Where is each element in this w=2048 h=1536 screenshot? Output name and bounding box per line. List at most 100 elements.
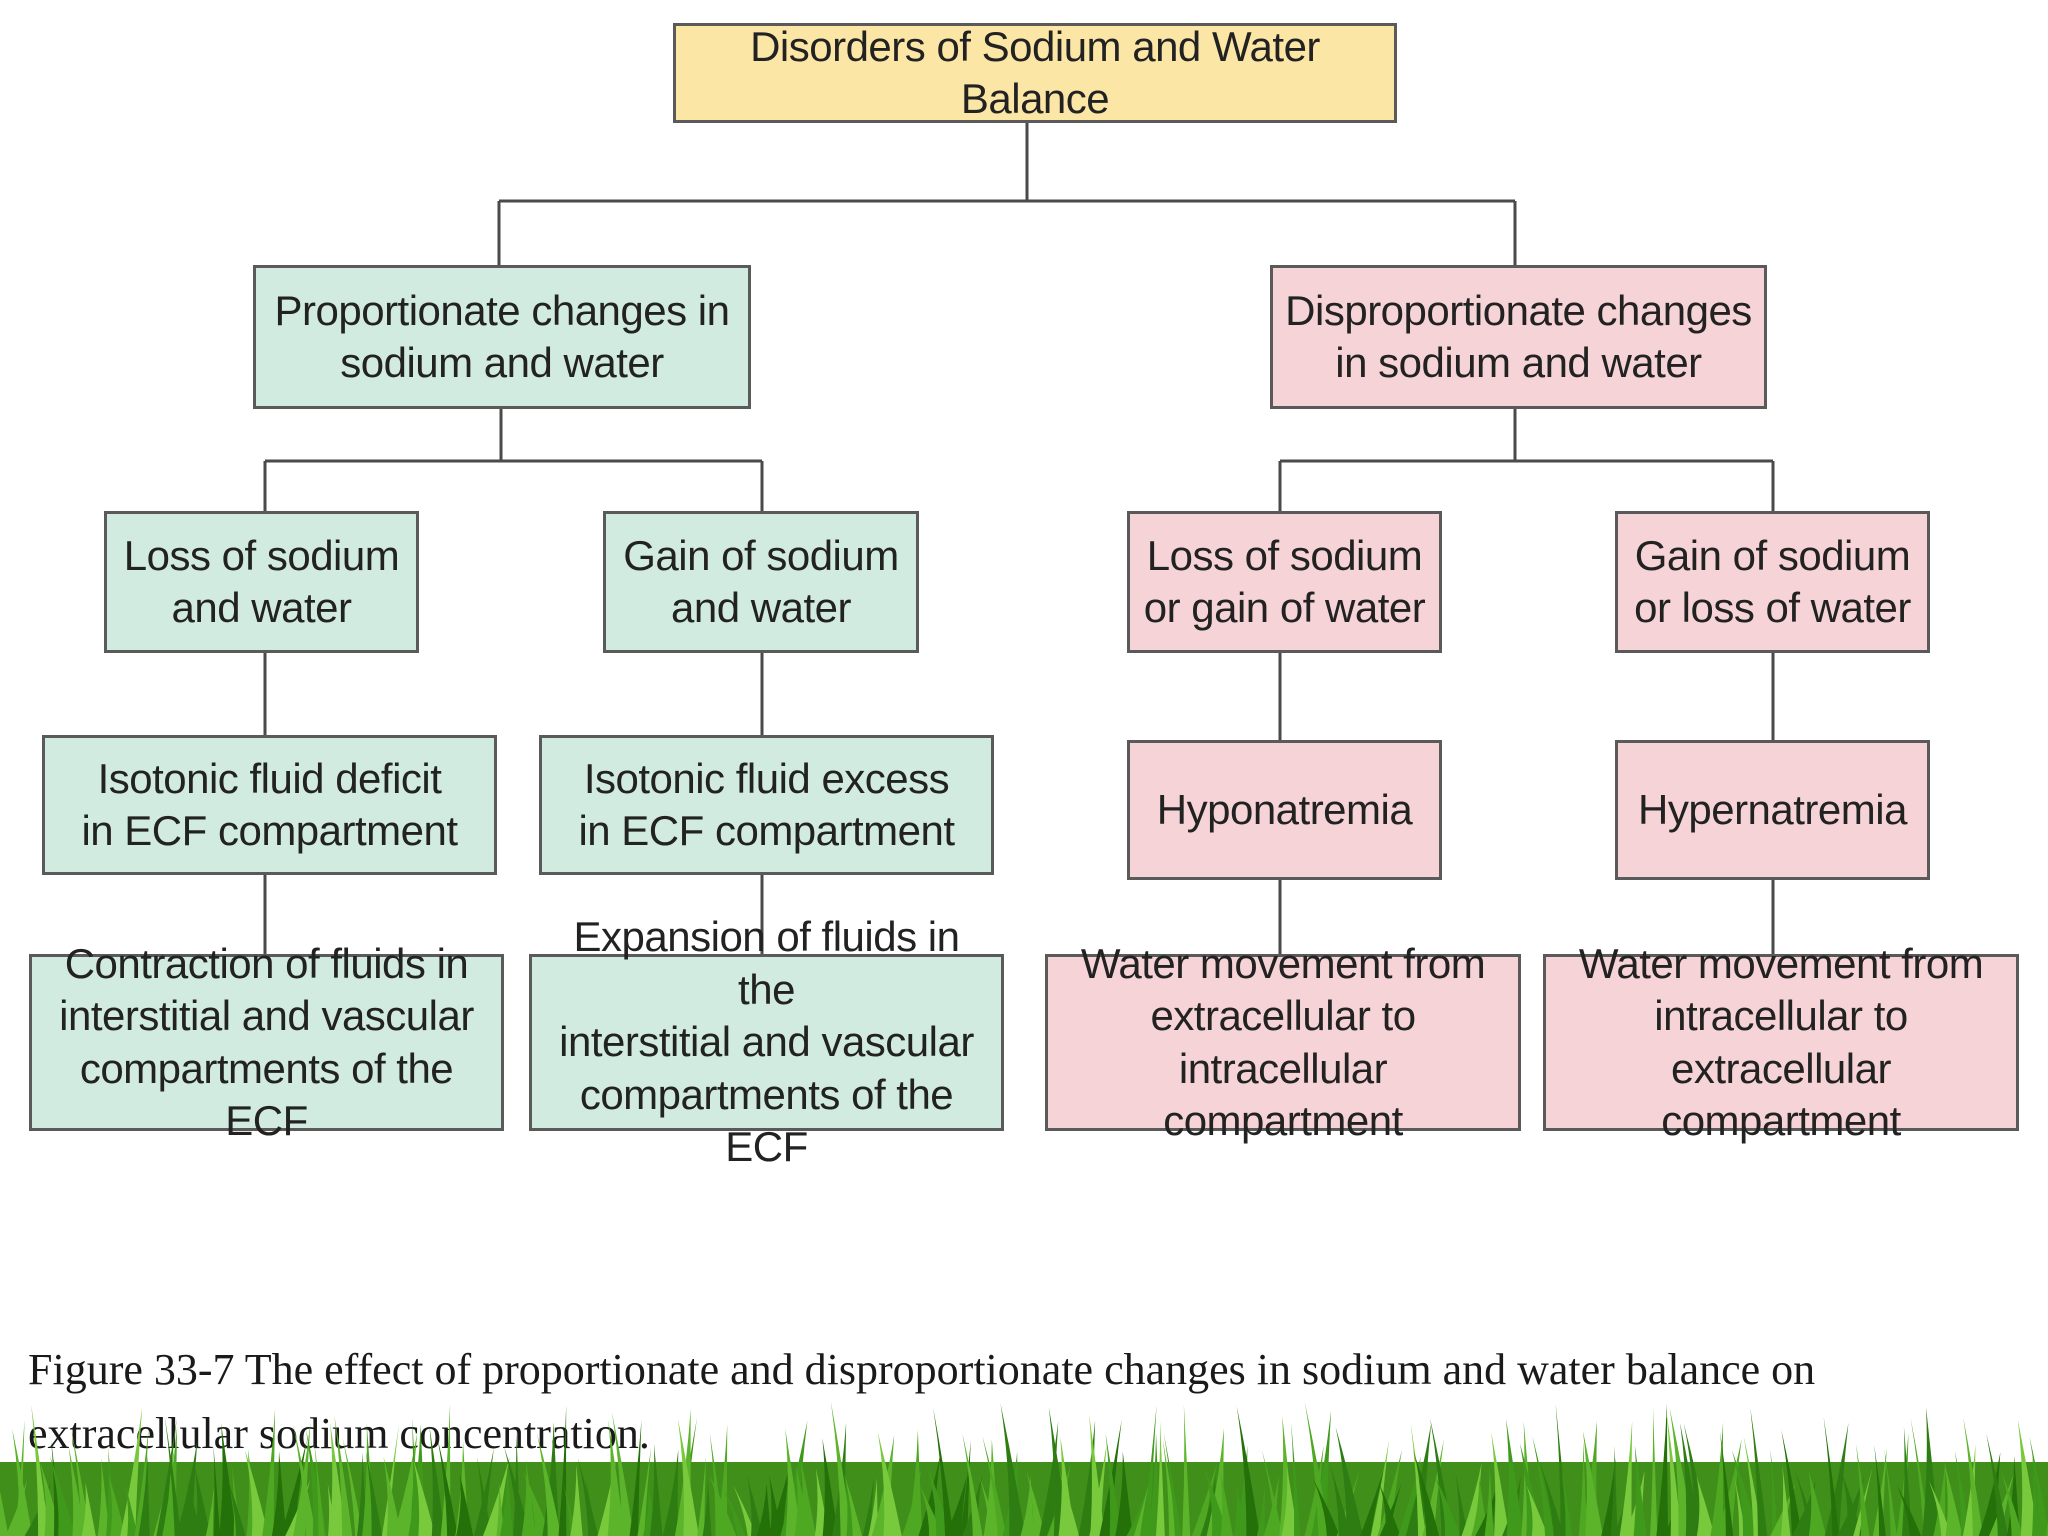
grass-blade — [293, 1422, 311, 1536]
grass-blade — [81, 1481, 96, 1536]
grass-blade — [570, 1464, 583, 1536]
grass-blade — [1808, 1469, 1827, 1536]
grass-blade — [608, 1419, 625, 1536]
grass-blade — [756, 1483, 772, 1536]
grass-blade — [1922, 1407, 1940, 1536]
grass-blade — [245, 1450, 269, 1536]
grass-blade — [334, 1415, 353, 1536]
grass-blade — [800, 1459, 816, 1536]
grass-blade — [1963, 1417, 1984, 1536]
grass-blade — [1770, 1449, 1778, 1536]
grass-blade — [709, 1474, 737, 1536]
grass-blade — [1236, 1406, 1260, 1536]
grass-blade — [1539, 1462, 1564, 1536]
grass-blade — [342, 1437, 364, 1536]
grass-blade — [960, 1440, 971, 1536]
grass-blade — [429, 1425, 445, 1536]
grass-blade — [1105, 1433, 1122, 1536]
grass-blade — [1986, 1433, 2008, 1536]
grass-blade — [314, 1441, 325, 1536]
grass-blade — [868, 1477, 879, 1536]
effect-expansion: Expansion of fluids in the interstitial … — [529, 913, 1004, 1170]
grass-blade — [637, 1447, 652, 1536]
grass-blade — [1666, 1410, 1683, 1536]
grass-blade — [12, 1428, 33, 1536]
grass-blade — [907, 1430, 923, 1536]
grass-blade — [1078, 1420, 1096, 1536]
grass-blade — [2029, 1436, 2048, 1536]
grass-blade — [1413, 1450, 1440, 1536]
grass-blade — [1311, 1410, 1332, 1536]
grass-blade — [413, 1458, 436, 1536]
grass-blade — [1901, 1426, 1913, 1536]
grass-blade — [1633, 1445, 1647, 1536]
grass-blade — [1582, 1430, 1603, 1536]
grass-blade — [1610, 1445, 1618, 1536]
grass-blade — [164, 1415, 182, 1536]
grass-blade — [1928, 1480, 1952, 1536]
grass-blade — [134, 1427, 149, 1536]
grass-blade — [677, 1418, 699, 1536]
grass-blade — [1710, 1422, 1724, 1536]
grass-blade — [138, 1455, 150, 1536]
grass-blade — [611, 1412, 634, 1536]
grass-blade — [1155, 1420, 1165, 1536]
grass-blade — [785, 1428, 802, 1536]
grass-blade — [702, 1478, 712, 1536]
grass-blade — [1896, 1484, 1922, 1536]
grass-blade — [880, 1444, 902, 1536]
grass-blade — [1256, 1483, 1266, 1536]
root-node: Disorders of Sodium and Water Balance — [673, 23, 1397, 123]
effect-water-to-extracellular: Water movement from intracellular to ext… — [1543, 940, 2019, 1144]
grass-blade — [1261, 1449, 1283, 1536]
grass-blade — [1379, 1484, 1401, 1536]
grass-blade — [1884, 1448, 1897, 1536]
grass-blade — [456, 1473, 474, 1536]
effect-contraction: Contraction of fluids in interstitial an… — [29, 940, 504, 1144]
result-isotonic-deficit: Isotonic fluid deficit in ECF compartmen… — [42, 735, 497, 875]
grass-blade — [1874, 1444, 1886, 1536]
grass-blade — [496, 1481, 505, 1536]
grass-blade — [962, 1433, 983, 1536]
grass-blade — [194, 1466, 211, 1536]
grass-blade — [1142, 1405, 1157, 1536]
grass-blade — [662, 1449, 679, 1536]
grass-blade — [1235, 1445, 1248, 1536]
grass-blade — [271, 1450, 287, 1536]
grass-blade — [293, 1424, 317, 1536]
cause-gain-sodium-water: Gain of sodium and water — [603, 511, 919, 653]
grass-blade — [1491, 1432, 1510, 1536]
grass-blade — [1370, 1440, 1390, 1536]
grass-blade — [1781, 1429, 1802, 1536]
grass-blade — [1281, 1466, 1299, 1536]
grass-blade — [1148, 1433, 1161, 1536]
grass-blade — [1561, 1469, 1573, 1536]
grass-blade — [1944, 1462, 1963, 1536]
grass-blade — [1526, 1485, 1548, 1536]
grass-blade — [1532, 1435, 1555, 1536]
grass-blade — [383, 1456, 402, 1536]
grass-blade — [1650, 1407, 1658, 1536]
grass-blade — [629, 1419, 642, 1536]
grass-blade — [1731, 1449, 1759, 1536]
grass-blade — [721, 1485, 746, 1536]
grass-blade — [1163, 1433, 1182, 1536]
grass-blade — [97, 1458, 110, 1536]
branch-disproportionate: Disproportionate changes in sodium and w… — [1270, 265, 1767, 409]
grass-blade — [2032, 1454, 2040, 1536]
grass-blade — [769, 1474, 783, 1536]
grass-blade — [1578, 1441, 1588, 1536]
result-hypernatremia: Hypernatremia — [1615, 740, 1930, 880]
grass-blade — [205, 1485, 215, 1536]
grass-blade — [1133, 1484, 1149, 1536]
grass-blade — [0, 1490, 9, 1536]
grass-blade — [1191, 1462, 1218, 1536]
grass-blade — [1291, 1422, 1301, 1536]
grass-blade — [732, 1484, 757, 1536]
cause-loss-sodium-or-gain-water: Loss of sodium or gain of water — [1127, 511, 1442, 653]
grass-blade — [830, 1401, 853, 1536]
grass-blade — [1601, 1457, 1616, 1536]
grass-blade — [747, 1475, 763, 1536]
grass-blade — [649, 1443, 663, 1536]
